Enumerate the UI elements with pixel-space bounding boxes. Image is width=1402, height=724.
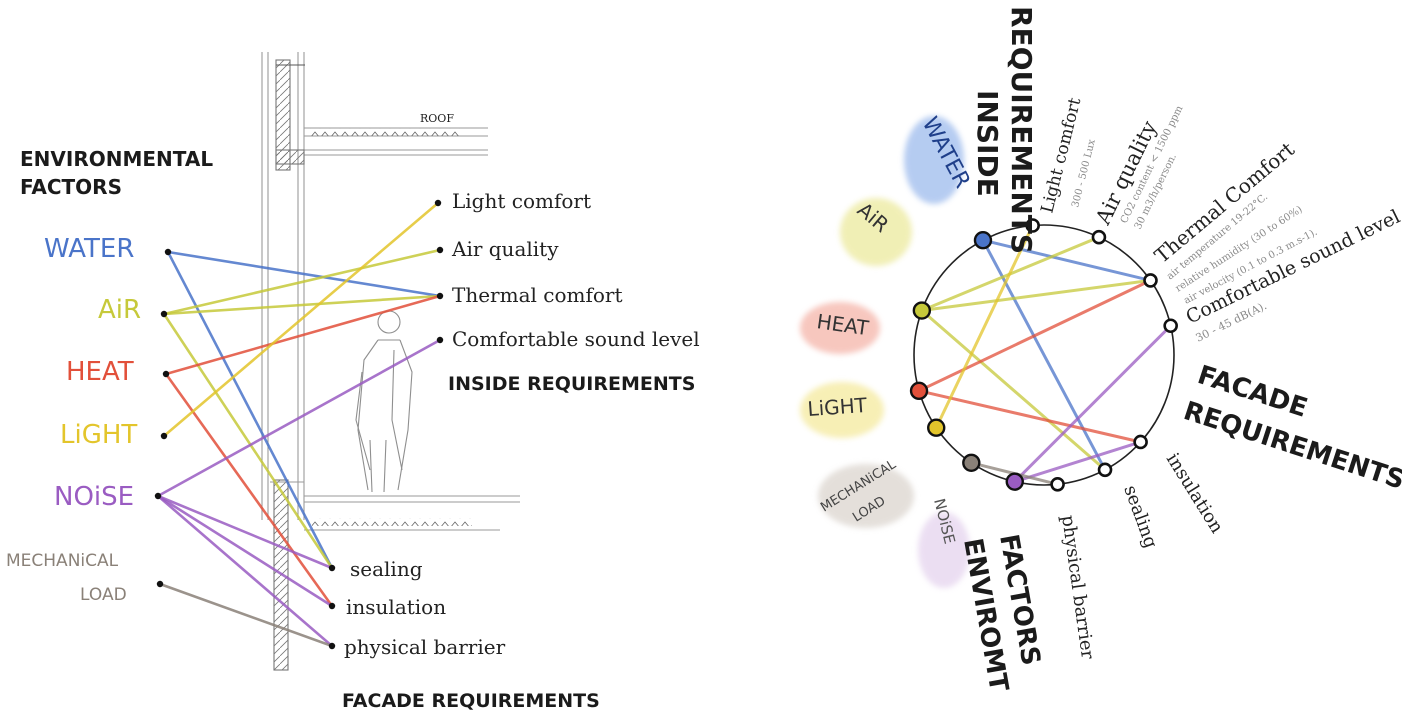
right-link-heat-5	[917, 278, 1152, 393]
right-requirement-node-thermal-2	[1143, 273, 1158, 288]
light-smudge-icon	[800, 382, 884, 438]
left-link-water-0	[166, 250, 442, 298]
right-factor-node-noise	[1005, 472, 1024, 491]
left-link-mech-12	[158, 582, 334, 648]
air-smudge-icon	[840, 198, 912, 266]
left-node-air-7	[436, 246, 444, 254]
left-factor-light: LiGHT	[60, 420, 137, 450]
person-sketch-icon	[355, 310, 413, 493]
left-node-barrier-12	[328, 642, 336, 650]
right-factor-node-mech	[962, 453, 981, 472]
left-nodes	[154, 199, 444, 650]
left-node-light-3	[160, 432, 168, 440]
right-link-water-0	[981, 238, 1152, 282]
left-facade-physical-barrier: physical barrier	[344, 635, 506, 659]
left-link-noise-9	[156, 494, 334, 608]
left-node-air-1	[160, 310, 168, 318]
left-inside-light-comfort: Light comfort	[452, 189, 591, 213]
left-node-water-0	[164, 248, 172, 256]
left-inside-title: INSIDE REQUIREMENTS	[448, 373, 695, 395]
left-node-noise-4	[154, 492, 162, 500]
left-link-air-3	[162, 294, 442, 316]
right-nodes	[909, 218, 1178, 492]
left-node-sealing-10	[328, 564, 336, 572]
left-inside-sound-level: Comfortable sound level	[452, 327, 700, 351]
right-requirement-node-sound-3	[1163, 318, 1178, 334]
left-env-title-line-1: ENVIRONMENTAL	[20, 147, 213, 171]
right-link-noise-8	[1013, 324, 1173, 484]
left-link-noise-10	[156, 494, 334, 648]
left-link-heat-5	[164, 294, 442, 376]
right-color-smudges	[800, 116, 970, 588]
right-requirement-node-sealing-5	[1097, 462, 1113, 478]
left-factor-air: AiR	[98, 295, 141, 325]
right-requirement-node-air-1	[1091, 229, 1107, 245]
left-factor-water: WATER	[44, 234, 134, 264]
right-factor-node-heat	[909, 381, 929, 401]
left-env-title-line-2: FACTORS	[20, 175, 122, 199]
noise-smudge-icon	[918, 512, 970, 588]
right-requirement-node-light-0	[1025, 218, 1040, 233]
left-node-mech-5	[156, 580, 164, 588]
right-facade-physical-barrier: physical barrier	[1057, 514, 1098, 661]
right-factor-node-light	[927, 418, 946, 437]
right-link-air-3	[920, 278, 1152, 313]
left-factor-load: LOAD	[80, 585, 127, 605]
roof-label: ROOF	[420, 112, 454, 125]
water-smudge-icon	[904, 116, 964, 204]
left-inside-air-quality: Air quality	[451, 237, 559, 261]
heat-smudge-icon	[800, 302, 880, 354]
left-node-insulation-11	[328, 602, 336, 610]
left-facade-insulation: insulation	[346, 595, 446, 619]
left-factor-heat: HEAT	[66, 357, 134, 387]
left-node-sound-9	[436, 336, 444, 344]
left-facade-title: FACADE REQUIREMENTS	[342, 690, 600, 712]
left-link-air-2	[162, 248, 442, 316]
left-node-thermal-8	[436, 292, 444, 300]
right-requirement-node-barrier-6	[1050, 476, 1065, 492]
right-link-noise-9	[1013, 440, 1143, 484]
right-link-light-7	[934, 223, 1035, 430]
right-inside-title-line-1: INSIDE	[971, 90, 1004, 197]
left-link-heat-6	[164, 372, 334, 608]
right-factor-node-water	[973, 231, 993, 250]
left-link-noise-11	[156, 494, 334, 570]
left-link-light-7	[162, 201, 440, 438]
left-inside-thermal-comfort: Thermal comfort	[452, 283, 623, 307]
right-link-heat-6	[917, 389, 1143, 444]
left-link-air-4	[162, 312, 334, 570]
left-link-noise-8	[156, 338, 442, 498]
right-facade-sealing: sealing	[1119, 483, 1161, 551]
left-node-light-6	[434, 199, 442, 207]
left-link-water-1	[166, 250, 334, 570]
left-node-heat-2	[162, 370, 170, 378]
requirements-circle	[913, 224, 1175, 486]
left-connection-lines	[156, 201, 442, 648]
right-link-air-4	[920, 309, 1107, 472]
left-factor-noise: NOiSE	[54, 482, 134, 512]
building-section-sketch	[261, 52, 520, 671]
right-connection-lines	[917, 223, 1173, 486]
mechanical-smudge-icon	[818, 464, 914, 528]
right-inside-light-note: 300 - 500 Lux	[1070, 138, 1098, 209]
right-factor-node-air	[912, 301, 932, 320]
left-facade-sealing: sealing	[350, 557, 423, 581]
right-inside-title-line-2: REQUIREMENTS	[1005, 6, 1038, 254]
left-factor-mechanical: MECHANiCAL	[6, 551, 119, 571]
right-factor-light: LiGHT	[807, 393, 869, 421]
right-link-water-1	[981, 238, 1107, 472]
right-facade-insulation: insulation	[1162, 450, 1228, 538]
right-requirement-node-insulation-4	[1133, 434, 1148, 450]
